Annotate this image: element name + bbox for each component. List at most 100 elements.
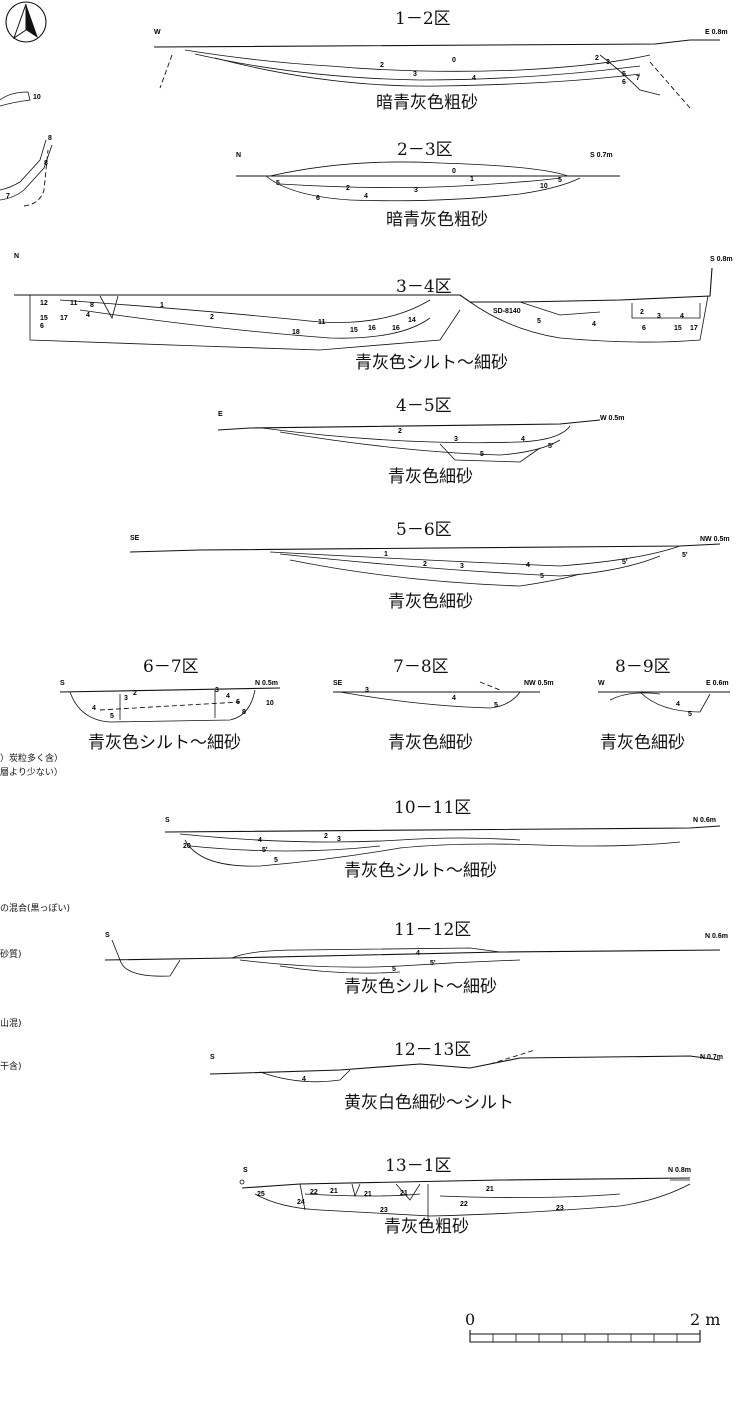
- svg-text:7: 7: [636, 75, 640, 82]
- svg-text:3: 3: [657, 313, 661, 320]
- note-line: ）炭粒多く含）: [0, 752, 63, 764]
- direction-right: N 0.7m: [700, 1054, 723, 1061]
- section-title: 2－3区: [397, 140, 453, 160]
- section-title: 5－6区: [396, 520, 452, 540]
- svg-text:2: 2: [423, 561, 427, 568]
- section-5-6: 5－6区 SE NW 0.5m 1 2 3 4 5 5' 5' 青灰色細砂: [129, 520, 730, 612]
- svg-text:5: 5: [480, 451, 484, 458]
- section-title: 11－12区: [394, 920, 471, 940]
- direction-left: W: [154, 29, 161, 36]
- section-4-5: 4－5区 E W 0.5m 2 3 4 5 5' 青灰色細砂: [217, 396, 625, 487]
- section-3-4: N S 0.8m 3－4区 1 2 12 11 8 15 17 4 6 18 1…: [14, 253, 733, 373]
- section-title: 6－7区: [143, 657, 199, 677]
- svg-text:6: 6: [40, 323, 44, 330]
- direction-right: N 0.8m: [668, 1167, 691, 1174]
- map-fragment: 10 8 8 7: [0, 91, 53, 207]
- svg-text:21: 21: [400, 1190, 408, 1197]
- svg-text:4: 4: [680, 313, 684, 320]
- svg-text:12: 12: [40, 300, 48, 307]
- left-notes: ）炭粒多く含） 層より少ない） の混合(黒っぽい) 砂質) 山混) 干含): [0, 752, 70, 1072]
- direction-right: N 0.5m: [255, 680, 278, 687]
- svg-text:4: 4: [676, 701, 680, 708]
- svg-text:5': 5': [430, 960, 436, 967]
- section-title: 13－1区: [385, 1156, 451, 1176]
- svg-text:25: 25: [257, 1191, 265, 1198]
- svg-text:1: 1: [160, 302, 164, 309]
- direction-right: NW 0.5m: [524, 680, 554, 687]
- svg-text:6: 6: [622, 79, 626, 86]
- section-label: 青灰色シルト～細砂: [355, 353, 508, 373]
- section-label: 青灰色粗砂: [384, 1217, 469, 1237]
- svg-text:11: 11: [70, 300, 78, 307]
- direction-right: W 0.5m: [600, 415, 625, 422]
- svg-text:8: 8: [242, 709, 246, 716]
- section-13-1: 13－1区 S N 0.8m 25 21 21 21 21 22 22 24 2…: [239, 1156, 691, 1237]
- section-2-3: 2－3区 N S 0.7m 0 1 2 3 4 5 6 10 5 暗青灰色粗砂: [236, 140, 620, 230]
- svg-text:5': 5': [262, 847, 268, 854]
- direction-left: W: [598, 680, 605, 687]
- direction-right: N 0.6m: [693, 817, 716, 824]
- section-6-7: 6－7区 S N 0.5m 2 3 3 4 4 6 8 10 5 青灰色シルト～…: [59, 657, 281, 753]
- svg-text:16: 16: [392, 325, 400, 332]
- direction-left: E: [218, 411, 223, 418]
- svg-text:4: 4: [364, 193, 368, 200]
- svg-text:5: 5: [558, 177, 562, 184]
- section-label: 黄灰白色細砂～シルト: [344, 1093, 514, 1113]
- direction-left: S: [210, 1054, 215, 1061]
- svg-text:18: 18: [292, 329, 300, 336]
- svg-text:5: 5: [494, 702, 498, 709]
- svg-text:4: 4: [258, 837, 262, 844]
- svg-text:3: 3: [337, 836, 341, 843]
- section-label: 青灰色シルト～細砂: [88, 733, 241, 753]
- svg-text:4: 4: [521, 436, 525, 443]
- note-line: 層より少ない）: [0, 767, 63, 778]
- svg-text:2: 2: [640, 309, 644, 316]
- svg-text:5: 5: [392, 966, 396, 973]
- svg-text:2: 2: [398, 428, 402, 435]
- note-line: 山混): [0, 1018, 22, 1029]
- svg-text:4: 4: [416, 950, 420, 957]
- direction-left: SE: [130, 535, 140, 542]
- svg-text:3: 3: [460, 563, 464, 570]
- section-label: 青灰色シルト～細砂: [344, 861, 497, 881]
- north-arrow-icon: [5, 1, 47, 43]
- section-title: 10－11区: [394, 798, 471, 818]
- svg-text:4: 4: [226, 693, 230, 700]
- direction-left: S: [243, 1167, 248, 1174]
- section-10-11: 10－11区 S N 0.6m 2 3 4 5' 5 20 青灰色シルト～細砂: [164, 798, 721, 881]
- section-label: 青灰色シルト～細砂: [344, 977, 497, 997]
- svg-text:10: 10: [540, 183, 548, 190]
- direction-left: S: [165, 817, 170, 824]
- direction-right: NW 0.5m: [700, 536, 730, 543]
- scale-end: 2 m: [690, 1310, 720, 1329]
- svg-text:5: 5: [537, 318, 541, 325]
- section-11-12: 11－12区 S N 0.6m 4 5 5' 青灰色シルト～細砂: [104, 920, 728, 997]
- svg-text:17: 17: [690, 325, 698, 332]
- section-12-13: 12－13区 S N 0.7m 4 黄灰白色細砂～シルト: [209, 1040, 723, 1113]
- direction-left: S: [60, 680, 65, 687]
- section-8-9: 8－9区 W E 0.6m 4 5 青灰色細砂: [598, 657, 730, 753]
- scale-zero: 0: [465, 1310, 475, 1329]
- svg-text:5: 5: [110, 713, 114, 720]
- direction-right: E 0.8m: [705, 29, 728, 36]
- direction-left: N: [236, 152, 241, 159]
- svg-text:2: 2: [133, 690, 137, 697]
- svg-text:4: 4: [592, 321, 596, 328]
- svg-text:23: 23: [556, 1205, 564, 1212]
- direction-right: E 0.6m: [706, 680, 729, 687]
- svg-text:4: 4: [86, 312, 90, 319]
- svg-text:6: 6: [316, 195, 320, 202]
- svg-text:0: 0: [452, 168, 456, 175]
- note-line: 干含): [0, 1060, 22, 1072]
- section-title: 7－8区: [393, 657, 449, 677]
- svg-text:5': 5': [622, 559, 628, 566]
- svg-text:6: 6: [642, 325, 646, 332]
- note-line: の混合(黒っぽい): [0, 902, 70, 914]
- svg-text:2: 2: [380, 62, 384, 69]
- svg-text:2: 2: [324, 833, 328, 840]
- svg-text:17: 17: [60, 315, 68, 322]
- svg-text:4: 4: [92, 705, 96, 712]
- direction-left: S: [105, 932, 110, 939]
- svg-text:5: 5: [274, 857, 278, 864]
